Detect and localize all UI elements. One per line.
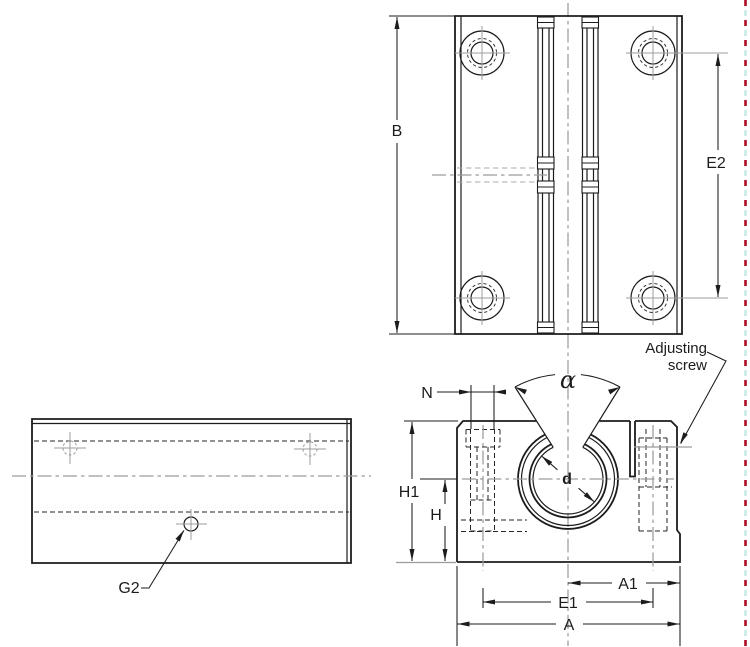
side-view: G2 bbox=[12, 418, 371, 597]
adjusting-screw-label-line1: Adjusting bbox=[645, 340, 707, 357]
dim-label-A1: A1 bbox=[618, 576, 638, 593]
dimension-B: B bbox=[389, 15, 455, 335]
hidden-screw-mark-left bbox=[54, 432, 86, 464]
top-view: B E2 bbox=[389, 15, 728, 335]
dim-label-d: d bbox=[562, 471, 572, 488]
dim-label-B: B bbox=[392, 123, 403, 140]
bolt-hole-bottom-right bbox=[626, 271, 728, 325]
dimension-H: H bbox=[420, 478, 457, 561]
dim-label-H: H bbox=[430, 507, 442, 524]
slot-clips bbox=[536, 16, 600, 334]
adjusting-screw-label-line2: screw bbox=[668, 357, 707, 374]
dimension-A1: A1 bbox=[568, 576, 680, 593]
dim-label-E2: E2 bbox=[706, 155, 726, 172]
dimension-H1: H1 bbox=[399, 420, 458, 561]
dimension-E2: E2 bbox=[706, 54, 726, 297]
front-view-block bbox=[456, 420, 681, 563]
dim-label-H1: H1 bbox=[399, 484, 420, 501]
front-view-hidden-lines bbox=[461, 429, 672, 532]
dimension-alpha: α bbox=[513, 366, 622, 395]
slot-wall-left bbox=[514, 386, 554, 448]
bore bbox=[514, 386, 621, 530]
dimension-A: A bbox=[456, 566, 681, 646]
dim-label-N: N bbox=[421, 385, 433, 402]
dimension-G2: G2 bbox=[118, 528, 187, 597]
dimension-d: d bbox=[539, 454, 597, 504]
top-view-centerlines bbox=[432, 167, 547, 183]
dim-label-E1: E1 bbox=[558, 595, 578, 612]
dim-label-alpha: α bbox=[560, 366, 576, 394]
bolt-hole-bottom-left bbox=[455, 271, 510, 325]
front-view: α N H1 H bbox=[396, 340, 727, 646]
clamping-slit bbox=[629, 421, 636, 478]
adjusting-screw-annotation: Adjusting screw bbox=[645, 340, 727, 446]
grease-hole-G2 bbox=[176, 509, 207, 540]
front-view-centerlines bbox=[396, 425, 692, 571]
dim-label-G2: G2 bbox=[118, 580, 139, 597]
hidden-screw-mark-right bbox=[294, 433, 326, 465]
dimension-E1: E1 bbox=[482, 588, 654, 612]
side-view-body bbox=[31, 418, 352, 564]
dim-label-A: A bbox=[564, 617, 575, 634]
bolt-hole-top-left bbox=[455, 26, 510, 80]
dimension-N: N bbox=[421, 385, 506, 429]
bolt-hole-top-right bbox=[626, 26, 728, 80]
slot-wall-right bbox=[582, 386, 621, 448]
